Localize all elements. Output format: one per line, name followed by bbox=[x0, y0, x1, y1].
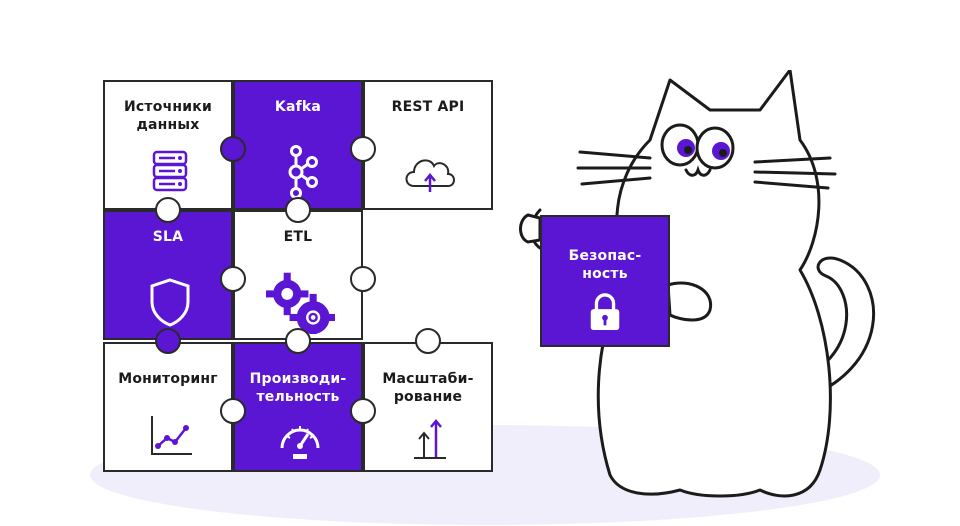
piece-label: Мониторинг bbox=[118, 371, 218, 387]
gears-icon bbox=[266, 272, 335, 334]
puzzle-piece-performance: Производи- тельность bbox=[233, 342, 363, 472]
line-chart-icon bbox=[151, 416, 192, 455]
piece-label: Масштаби- рование bbox=[382, 371, 474, 405]
puzzle-piece-sla: SLA bbox=[103, 210, 233, 340]
cloud-upload-icon bbox=[405, 159, 455, 192]
kafka-icon bbox=[288, 145, 318, 199]
puzzle-piece-sources: Источники данных bbox=[103, 80, 233, 210]
puzzle-tab bbox=[350, 136, 376, 162]
piece-label: Источники данных bbox=[124, 99, 212, 133]
puzzle-tab bbox=[285, 197, 311, 223]
puzzle-piece-monitoring: Мониторинг bbox=[103, 342, 233, 472]
piece-label: SLA bbox=[152, 229, 184, 245]
puzzle-tab bbox=[155, 197, 181, 223]
piece-label: ETL bbox=[283, 229, 313, 245]
database-icon bbox=[152, 150, 188, 192]
puzzle-tab bbox=[350, 266, 376, 292]
speedometer-icon bbox=[280, 426, 320, 459]
shield-icon bbox=[150, 278, 190, 327]
puzzle-tab bbox=[220, 266, 246, 292]
puzzle-tab bbox=[155, 328, 181, 354]
piece-label: Производи- тельность bbox=[249, 371, 347, 405]
puzzle-tab bbox=[220, 398, 246, 424]
puzzle-tab bbox=[415, 328, 441, 354]
piece-label: Kafka bbox=[274, 99, 322, 115]
puzzle-piece-kafka: Kafka bbox=[233, 80, 363, 210]
puzzle-tab bbox=[220, 136, 246, 162]
puzzle-piece-rest-api: REST API bbox=[363, 80, 493, 210]
piece-label: REST API bbox=[391, 99, 465, 115]
cat-mascot bbox=[519, 70, 876, 498]
puzzle-piece-etl: ETL bbox=[233, 210, 363, 340]
puzzle-tab bbox=[350, 398, 376, 424]
scale-arrows-icon bbox=[414, 419, 446, 459]
puzzle-tab bbox=[285, 328, 311, 354]
puzzle-piece-security: Безопас- ность bbox=[540, 215, 670, 347]
puzzle-piece-scaling: Масштаби- рование bbox=[363, 342, 493, 472]
lock-icon bbox=[590, 293, 620, 331]
piece-label: Безопас- ность bbox=[568, 248, 642, 282]
